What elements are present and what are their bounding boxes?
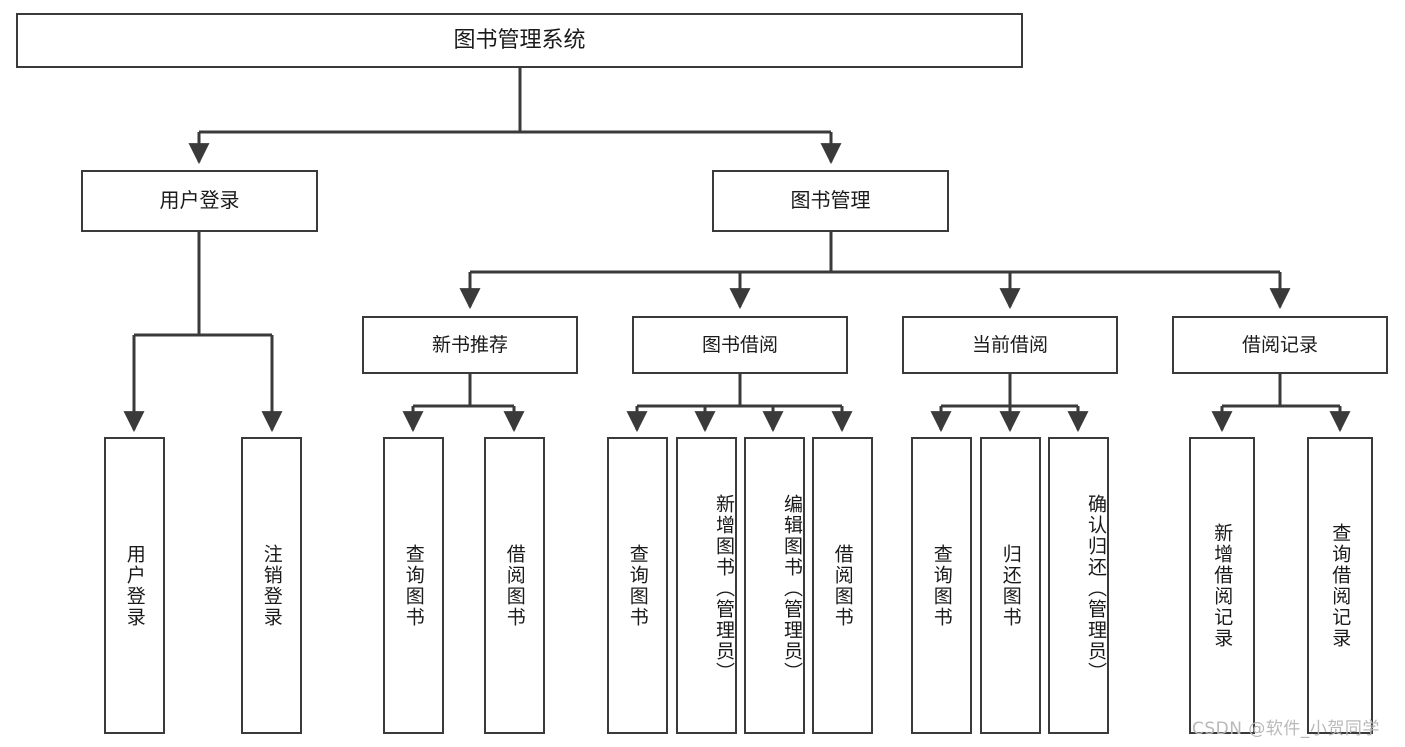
csdn-watermark: CSDN @软件_小贺同学 [1192,719,1380,739]
node-leaf-confirm-return[interactable]: 确认归还（管理员） [1048,437,1109,734]
node-user-login[interactable]: 用户登录 [81,170,318,232]
node-leaf-query-book-1[interactable]: 查询图书 [383,437,444,734]
node-current-borrow[interactable]: 当前借阅 [902,316,1118,374]
node-label: 借阅记录 [1241,333,1318,356]
node-label: 图书管理系统 [453,27,586,53]
node-leaf-borrow-book-1[interactable]: 借阅图书 [484,437,545,734]
node-label: 用户登录 [159,188,240,213]
node-label: 编辑图书（管理员） [781,494,803,683]
node-book-borrow[interactable]: 图书借阅 [632,316,848,374]
node-label: 新增图书（管理员） [713,494,735,683]
node-label: 归还图书 [999,543,1022,628]
node-leaf-user-logout[interactable]: 注销登录 [241,437,302,734]
node-leaf-query-book-3[interactable]: 查询图书 [911,437,972,734]
node-book-management[interactable]: 图书管理 [712,170,949,232]
node-label: 用户登录 [123,543,146,628]
node-leaf-user-login[interactable]: 用户登录 [104,437,165,734]
node-label: 当前借阅 [971,333,1048,356]
node-leaf-edit-book[interactable]: 编辑图书（管理员） [744,437,805,734]
node-label: 借阅图书 [831,543,854,628]
node-label: 新增借阅记录 [1211,522,1234,649]
node-root-book-management-system[interactable]: 图书管理系统 [16,13,1023,68]
node-label: 图书管理 [790,188,871,213]
node-label: 确认归还（管理员） [1085,494,1107,683]
node-leaf-query-record[interactable]: 查询借阅记录 [1307,437,1373,734]
node-leaf-add-record[interactable]: 新增借阅记录 [1189,437,1255,734]
node-label: 查询图书 [402,543,425,628]
node-label: 注销登录 [260,543,283,628]
node-leaf-return-book[interactable]: 归还图书 [980,437,1041,734]
node-label: 查询图书 [930,543,953,628]
node-new-book-recommend[interactable]: 新书推荐 [362,316,578,374]
node-label: 查询借阅记录 [1329,522,1352,649]
node-label: 查询图书 [626,543,649,628]
node-leaf-add-book[interactable]: 新增图书（管理员） [676,437,737,734]
node-label: 借阅图书 [503,543,526,628]
node-label: 图书借阅 [701,333,778,356]
node-borrow-record[interactable]: 借阅记录 [1172,316,1388,374]
node-leaf-borrow-book-2[interactable]: 借阅图书 [812,437,873,734]
node-label: 新书推荐 [431,333,508,356]
node-leaf-query-book-2[interactable]: 查询图书 [607,437,668,734]
